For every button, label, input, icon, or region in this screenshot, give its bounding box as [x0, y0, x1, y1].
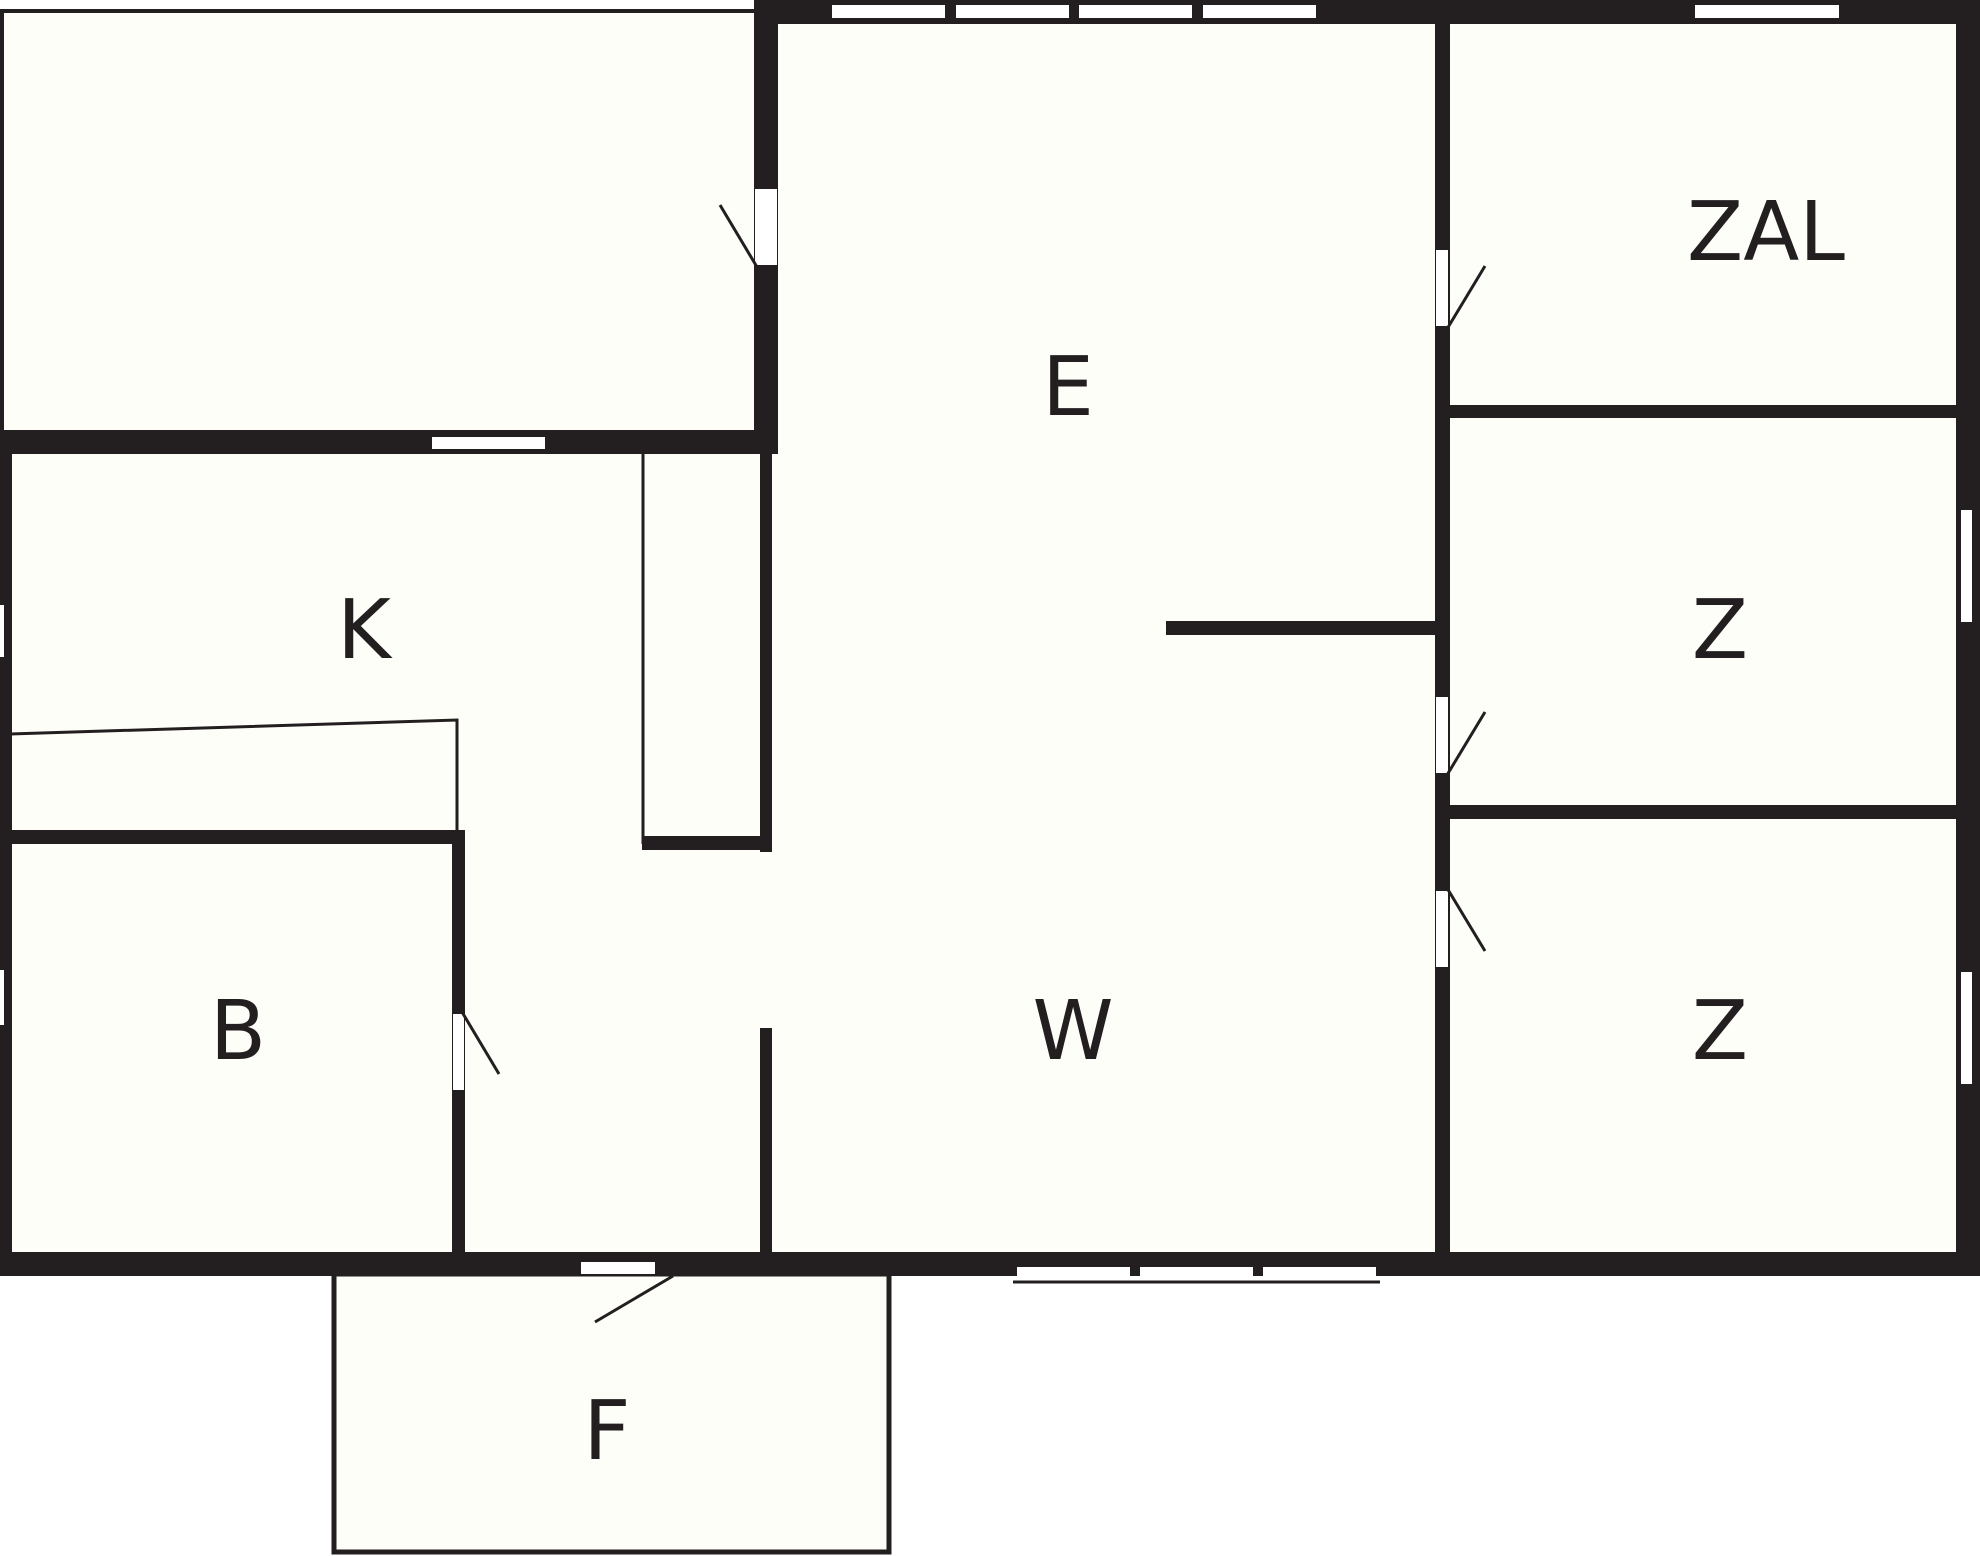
wall-w-left-lower — [760, 1028, 772, 1258]
room-label-f: F — [583, 1384, 630, 1479]
wall-pantry-bottom — [642, 836, 772, 850]
room-label-w: W — [1032, 984, 1113, 1079]
door-leaf-zal — [1445, 265, 1487, 330]
room-label-b: B — [210, 984, 266, 1079]
floor-main — [6, 15, 1970, 1255]
wall-z-middle-bottom — [1449, 805, 1959, 819]
floor-f — [334, 1272, 889, 1552]
wall-w-left-upper — [760, 452, 772, 852]
window-kitchen-top — [432, 437, 545, 449]
door-leaf-z-lower — [1445, 887, 1487, 952]
room-label-z-upper: Z — [1692, 583, 1748, 678]
window-bottom-3 — [1263, 1267, 1376, 1282]
doors — [453, 189, 1487, 1324]
door-opening-top-left — [755, 189, 777, 265]
window-right-z-upper — [1961, 510, 1972, 622]
window-top-1 — [832, 5, 945, 18]
wall-e-w-divider — [1166, 621, 1438, 635]
outer-walls — [0, 0, 1980, 1276]
room-labels: ZAL E K Z B W Z F — [210, 185, 1845, 1479]
door-leaf-f — [594, 1274, 674, 1324]
door-opening-zal — [1436, 250, 1448, 326]
window-top-3 — [1079, 5, 1192, 18]
interior-walls — [8, 18, 1959, 1555]
windows — [0, 5, 1972, 1284]
wall-e-right-column — [1435, 18, 1450, 1264]
window-left-k — [0, 605, 4, 657]
room-label-e: E — [1042, 340, 1094, 435]
door-leaf-z-upper — [1445, 711, 1487, 776]
door-leaf-b — [460, 1011, 501, 1075]
wall-kitchen-counter — [9, 718, 459, 832]
window-bottom-2 — [1140, 1267, 1253, 1282]
wall-zal-bottom — [1449, 405, 1959, 418]
door-opening-f — [581, 1262, 655, 1274]
wall-b-top — [8, 830, 465, 844]
room-label-k: K — [337, 583, 393, 678]
wall-left — [0, 432, 12, 1276]
room-label-zal: ZAL — [1687, 185, 1845, 280]
window-right-z-lower — [1961, 972, 1972, 1084]
window-top-zal — [1695, 5, 1839, 18]
door-leaf-top-left — [718, 204, 759, 268]
door-opening-b — [453, 1014, 464, 1090]
floors — [3, 13, 1970, 1552]
door-opening-z-lower — [1436, 891, 1448, 967]
wall-right — [1956, 0, 1980, 1276]
window-left-b — [0, 970, 4, 1025]
window-bottom-1 — [1017, 1267, 1130, 1282]
window-top-2 — [956, 5, 1069, 18]
wall-bottom — [0, 1252, 1980, 1276]
window-top-4 — [1203, 5, 1316, 18]
room-label-z-lower: Z — [1692, 984, 1748, 1079]
door-opening-z-upper — [1436, 697, 1448, 773]
